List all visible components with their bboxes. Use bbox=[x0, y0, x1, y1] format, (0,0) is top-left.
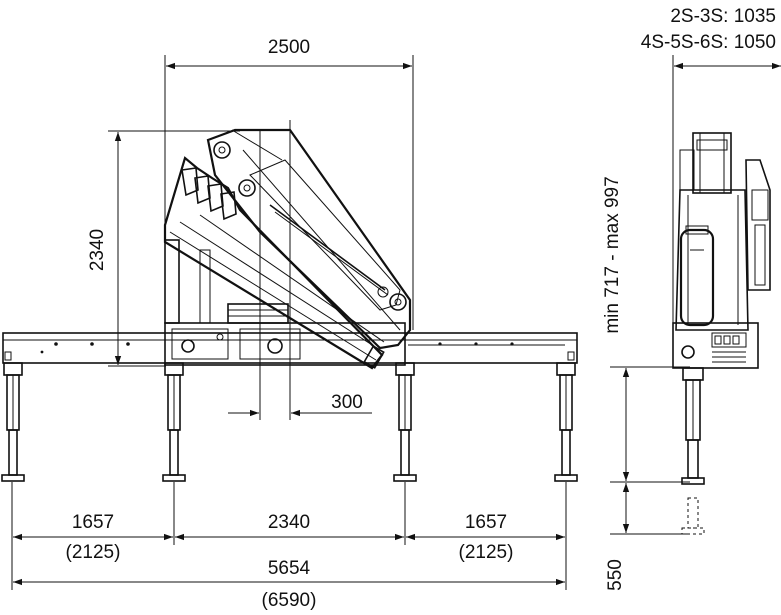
stabilizer-leg-left-outer bbox=[1, 362, 25, 482]
crane-boom bbox=[206, 128, 412, 350]
dim-side-height: min 717 - max 997 bbox=[602, 176, 690, 483]
stabilizer-leg-left-inner bbox=[162, 362, 186, 482]
dim-height: 2340 bbox=[87, 130, 240, 367]
dim-side-stroke: 550 bbox=[605, 483, 690, 591]
front-view bbox=[1, 120, 578, 482]
dim-outrigger-left-label: 1657 bbox=[72, 512, 114, 533]
dim-side-stroke-label: 550 bbox=[605, 559, 626, 591]
dim-total-span-label: 5654 bbox=[268, 558, 311, 579]
dim-offset-label: 300 bbox=[331, 392, 363, 413]
dim-side-width-b-label: 4S-5S-6S: 1050 bbox=[641, 32, 776, 53]
dim-top-width-label: 2500 bbox=[268, 37, 310, 58]
stabilizer-leg-right-inner bbox=[393, 362, 417, 482]
dim-outrigger-right-alt-label: (2125) bbox=[459, 542, 514, 563]
stabilizer-leg-right-outer bbox=[554, 362, 578, 482]
dim-side-width-a-label: 2S-3S: 1035 bbox=[670, 6, 776, 27]
crane-base bbox=[164, 239, 406, 366]
dim-top-width: 2500 bbox=[164, 37, 414, 330]
dim-bottom-spacing: 1657 (2125) 2340 1657 (2125) bbox=[11, 482, 567, 590]
dim-offset: 300 bbox=[228, 392, 372, 417]
dim-total-span: 5654 (6590) bbox=[13, 558, 565, 611]
boom-extensions bbox=[163, 156, 385, 370]
dim-height-label: 2340 bbox=[87, 229, 108, 271]
dim-outrigger-left-alt-label: (2125) bbox=[66, 542, 121, 563]
dim-total-span-alt-label: (6590) bbox=[262, 590, 317, 611]
dim-side-height-label: min 717 - max 997 bbox=[602, 176, 623, 333]
dim-side-width: 2S-3S: 1035 4S-5S-6S: 1050 bbox=[641, 6, 781, 330]
dim-outrigger-right-label: 1657 bbox=[465, 512, 507, 533]
side-view bbox=[672, 132, 771, 535]
dim-center-spacing-label: 2340 bbox=[268, 512, 310, 533]
